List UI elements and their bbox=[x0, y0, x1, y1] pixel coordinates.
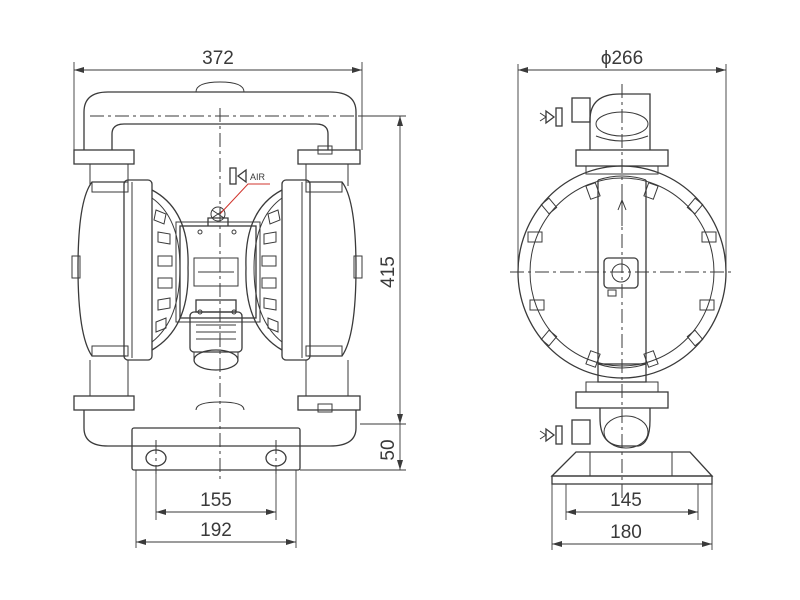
muffler bbox=[189, 299, 243, 371]
dim-side-base-180: 180 bbox=[610, 522, 642, 543]
side-air-port bbox=[603, 257, 639, 289]
front-view: AIR bbox=[71, 81, 363, 480]
valve-nameplate bbox=[193, 257, 239, 287]
top-right-flange bbox=[297, 149, 361, 165]
front-dimensions: 372 415 50 155 192 bbox=[73, 48, 406, 548]
dim-base-width-192: 192 bbox=[200, 520, 232, 541]
left-ribs bbox=[153, 209, 173, 333]
side-base bbox=[550, 451, 714, 477]
bottom-manifold bbox=[83, 410, 357, 447]
outlet-arrow-symbol bbox=[539, 107, 563, 127]
left-chamber bbox=[77, 181, 126, 357]
bottom-inlet-elbow bbox=[599, 408, 651, 447]
bottom-left-flange bbox=[73, 395, 135, 411]
dim-hole-spacing-155: 155 bbox=[200, 490, 232, 511]
right-chamber bbox=[308, 181, 357, 357]
dim-side-base-145: 145 bbox=[610, 490, 642, 511]
right-diaphragm-ring bbox=[281, 179, 311, 361]
inlet-arrow-symbol bbox=[539, 425, 563, 445]
bottom-right-flange bbox=[297, 395, 361, 411]
right-ribs bbox=[261, 209, 281, 333]
outlet-port bbox=[571, 97, 591, 123]
dim-diameter-266: ϕ266 bbox=[601, 48, 643, 69]
top-manifold bbox=[83, 91, 357, 150]
side-dimensions: ϕ266 145 180 bbox=[517, 48, 727, 550]
base-plate bbox=[131, 427, 301, 471]
left-diaphragm-ring bbox=[123, 179, 153, 361]
left-diaphragm-dome bbox=[151, 189, 189, 351]
dim-height-415: 415 bbox=[378, 256, 399, 288]
dim-base-height-50: 50 bbox=[378, 439, 399, 460]
top-left-flange bbox=[73, 149, 135, 165]
right-diaphragm-dome bbox=[245, 189, 283, 351]
air-inlet-fitting bbox=[210, 206, 226, 222]
air-leader-line bbox=[219, 183, 270, 215]
air-inlet-symbol: AIR bbox=[219, 167, 270, 215]
air-label: AIR bbox=[250, 172, 266, 182]
side-view bbox=[510, 84, 734, 500]
top-outlet-elbow bbox=[589, 93, 651, 150]
dim-width-372: 372 bbox=[202, 48, 234, 69]
